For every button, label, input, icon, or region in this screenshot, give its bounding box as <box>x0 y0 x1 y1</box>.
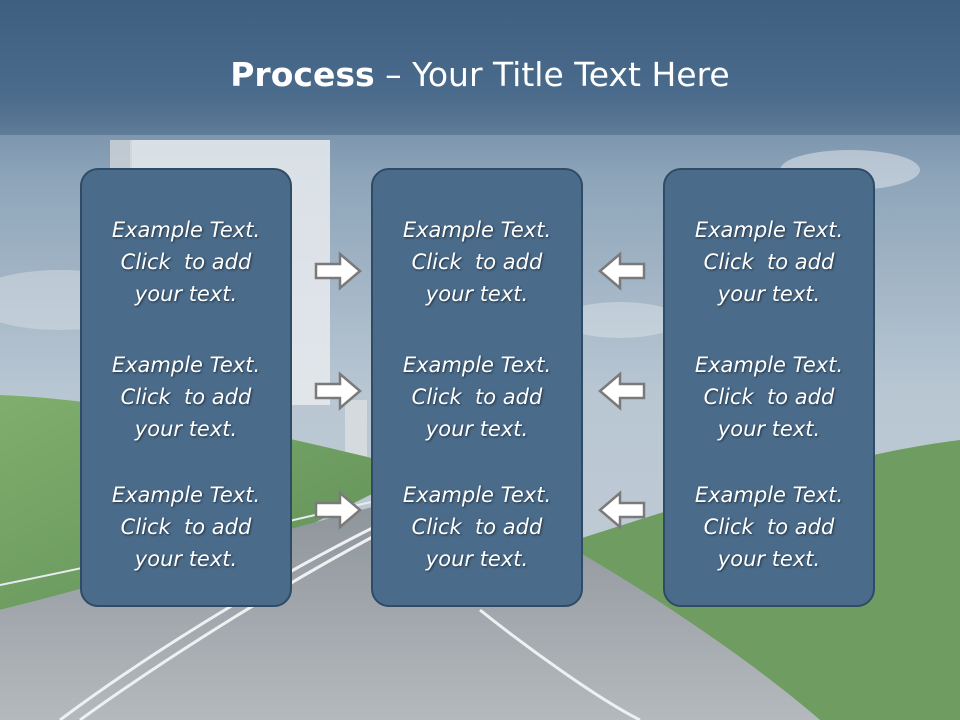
text-line: Click to add <box>703 515 835 539</box>
text-line: your text. <box>134 417 238 441</box>
title-rest: – Your Title Text Here <box>374 55 730 94</box>
text-line: Example Text. <box>694 483 844 507</box>
text-line: Click to add <box>120 385 252 409</box>
title-bold: Process <box>230 55 375 94</box>
text-line: Click to add <box>120 515 252 539</box>
process-box-2[interactable]: Example Text. Click to add your text. Ex… <box>371 168 583 607</box>
text-line: your text. <box>134 282 238 306</box>
left-arrow-icon <box>598 371 646 411</box>
text-line: your text. <box>717 417 821 441</box>
text-line: Click to add <box>703 250 835 274</box>
process-box-3[interactable]: Example Text. Click to add your text. Ex… <box>663 168 875 607</box>
text-line: Example Text. <box>694 218 844 242</box>
text-line: Example Text. <box>111 483 261 507</box>
text-block[interactable]: Example Text. Click to add your text. <box>82 479 290 575</box>
text-line: Click to add <box>120 250 252 274</box>
text-line: your text. <box>717 547 821 571</box>
text-line: your text. <box>717 282 821 306</box>
text-line: Example Text. <box>402 218 552 242</box>
left-arrow-icon <box>598 251 646 291</box>
text-block[interactable]: Example Text. Click to add your text. <box>373 349 581 445</box>
text-block[interactable]: Example Text. Click to add your text. <box>373 479 581 575</box>
text-block[interactable]: Example Text. Click to add your text. <box>373 214 581 310</box>
right-arrow-icon <box>314 490 362 530</box>
text-line: your text. <box>425 547 529 571</box>
text-line: Example Text. <box>402 483 552 507</box>
text-line: Example Text. <box>111 353 261 377</box>
text-line: your text. <box>425 282 529 306</box>
text-line: Example Text. <box>111 218 261 242</box>
right-arrow-icon <box>314 251 362 291</box>
right-arrow-icon <box>314 371 362 411</box>
text-line: Click to add <box>411 385 543 409</box>
text-block[interactable]: Example Text. Click to add your text. <box>665 214 873 310</box>
text-line: Click to add <box>411 250 543 274</box>
text-line: Click to add <box>703 385 835 409</box>
process-box-1[interactable]: Example Text. Click to add your text. Ex… <box>80 168 292 607</box>
text-line: Example Text. <box>402 353 552 377</box>
text-line: Click to add <box>411 515 543 539</box>
text-line: Example Text. <box>694 353 844 377</box>
text-block[interactable]: Example Text. Click to add your text. <box>665 479 873 575</box>
left-arrow-icon <box>598 490 646 530</box>
text-line: your text. <box>425 417 529 441</box>
text-block[interactable]: Example Text. Click to add your text. <box>665 349 873 445</box>
text-block[interactable]: Example Text. Click to add your text. <box>82 214 290 310</box>
title-band <box>0 0 960 135</box>
slide-title[interactable]: Process – Your Title Text Here <box>0 52 960 98</box>
text-line: your text. <box>134 547 238 571</box>
text-block[interactable]: Example Text. Click to add your text. <box>82 349 290 445</box>
